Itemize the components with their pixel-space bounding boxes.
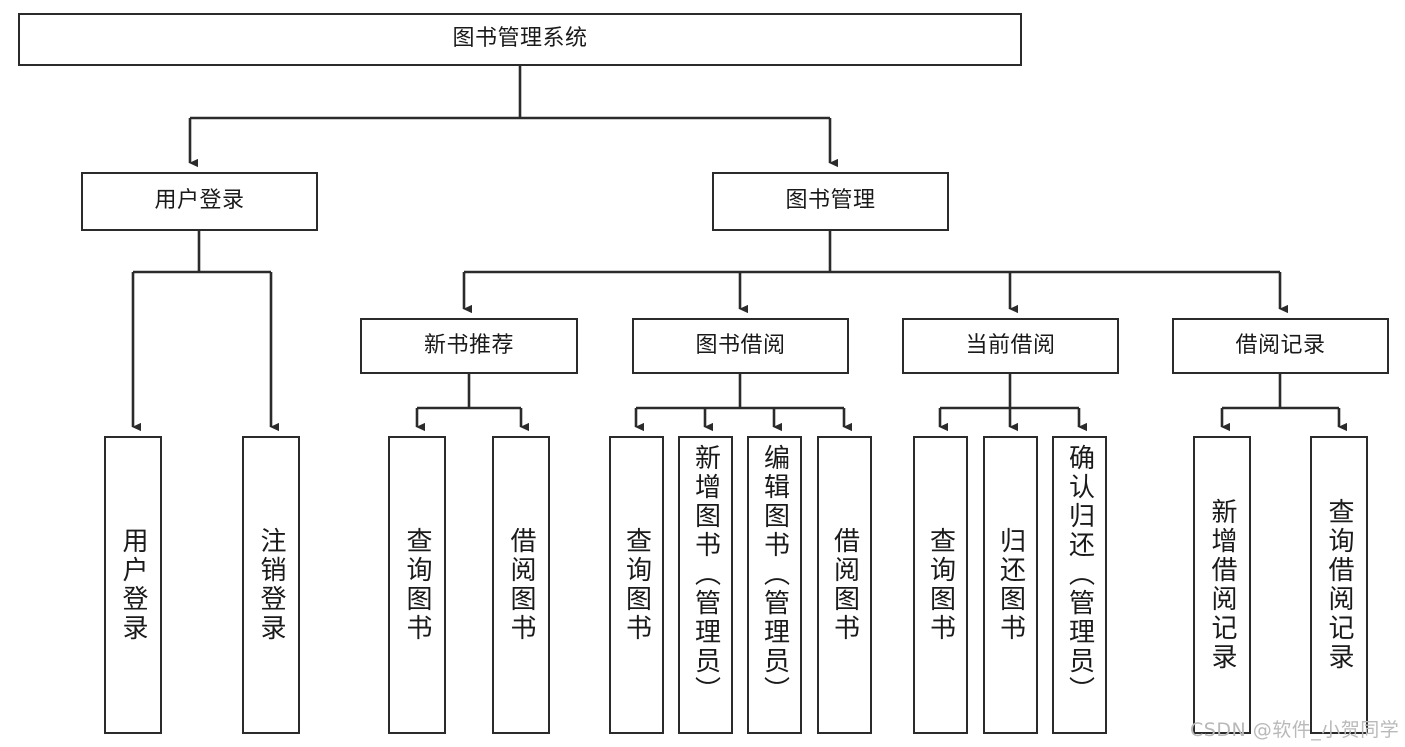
node-leaf-query-book-recommend[interactable]: 查询图书 [388, 436, 446, 734]
node-leaf-user-login[interactable]: 用户登录 [104, 436, 162, 734]
node-label: 查询借阅记录 [1324, 498, 1354, 672]
node-user-login[interactable]: 用户登录 [81, 172, 318, 231]
node-leaf-edit-book-admin[interactable]: 编辑图书（管理员） [747, 436, 802, 734]
node-label: 归还图书 [995, 527, 1026, 643]
node-label: 新增借阅记录 [1207, 498, 1237, 672]
node-leaf-logout[interactable]: 注销登录 [242, 436, 300, 734]
node-label: 用户登录 [154, 188, 245, 214]
node-label: 新书推荐 [423, 332, 514, 358]
node-leaf-add-book-admin[interactable]: 新增图书（管理员） [678, 436, 733, 734]
node-leaf-query-book-borrow[interactable]: 查询图书 [609, 436, 664, 734]
node-leaf-query-book-current[interactable]: 查询图书 [913, 436, 968, 734]
node-label: 当前借阅 [965, 332, 1056, 358]
node-label: 确认归还（管理员） [1064, 444, 1095, 705]
node-leaf-borrow-book[interactable]: 借阅图书 [817, 436, 872, 734]
csdn-watermark: CSDN @软件_小贺同学 [1190, 719, 1400, 741]
node-label: 编辑图书（管理员） [759, 444, 790, 705]
node-leaf-borrow-book-recommend[interactable]: 借阅图书 [492, 436, 550, 734]
node-new-book-recommend[interactable]: 新书推荐 [360, 318, 578, 374]
node-label: 新增图书（管理员） [690, 444, 721, 705]
node-leaf-confirm-return-admin[interactable]: 确认归还（管理员） [1052, 436, 1107, 734]
node-current-borrow[interactable]: 当前借阅 [902, 318, 1119, 374]
node-label: 用户登录 [118, 527, 148, 643]
node-label: 借阅图书 [829, 527, 860, 643]
node-root-book-management-system[interactable]: 图书管理系统 [18, 13, 1022, 66]
node-leaf-return-book[interactable]: 归还图书 [983, 436, 1038, 734]
node-label: 查询图书 [621, 527, 652, 643]
node-label: 查询图书 [402, 527, 432, 643]
node-borrow-record[interactable]: 借阅记录 [1172, 318, 1389, 374]
node-label: 图书管理系统 [452, 26, 588, 52]
node-label: 借阅图书 [506, 527, 536, 643]
node-label: 图书管理 [785, 188, 876, 214]
node-label: 注销登录 [256, 527, 286, 643]
node-label: 图书借阅 [695, 332, 786, 358]
node-label: 查询图书 [925, 527, 956, 643]
node-book-borrow[interactable]: 图书借阅 [632, 318, 849, 374]
node-leaf-query-borrow-record[interactable]: 查询借阅记录 [1310, 436, 1368, 734]
node-label: 借阅记录 [1235, 332, 1326, 358]
node-book-management[interactable]: 图书管理 [712, 172, 949, 231]
node-leaf-add-borrow-record[interactable]: 新增借阅记录 [1193, 436, 1251, 734]
